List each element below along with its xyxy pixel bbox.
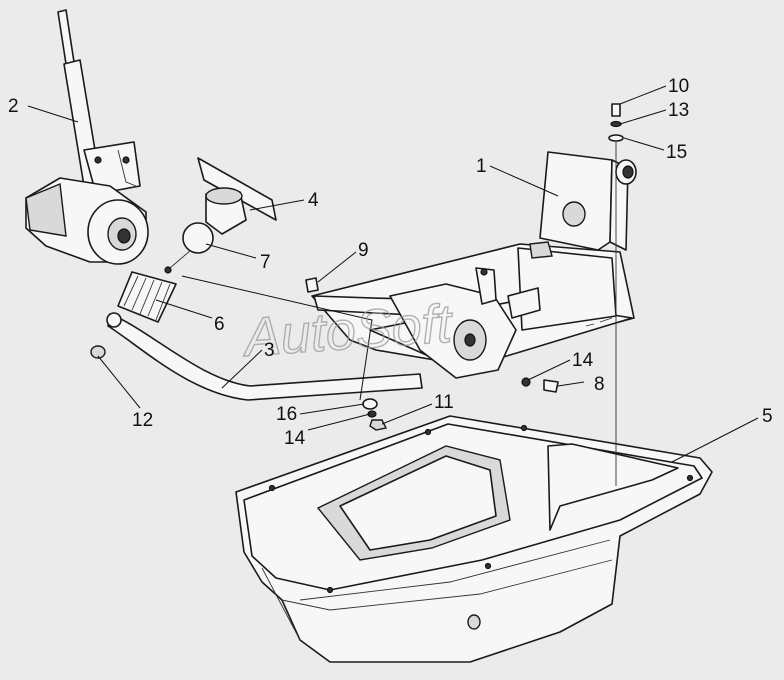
nut-11 xyxy=(369,419,388,431)
callout-1: 1 xyxy=(476,156,487,177)
fasteners xyxy=(305,103,624,486)
callout-13: 13 xyxy=(668,100,689,121)
callout-16: 16 xyxy=(276,404,297,425)
tray-part xyxy=(235,415,713,663)
cap-part xyxy=(90,345,106,359)
bolt-10 xyxy=(611,103,621,117)
callout-6: 6 xyxy=(214,314,225,335)
callout-14-left: 14 xyxy=(284,428,306,449)
callout-3: 3 xyxy=(264,340,275,361)
callout-12: 12 xyxy=(132,410,153,431)
steering-column-part xyxy=(25,9,149,265)
callout-2: 2 xyxy=(8,96,19,117)
rod-part xyxy=(106,312,423,401)
callout-5: 5 xyxy=(762,406,773,427)
washer-16 xyxy=(362,398,378,410)
callout-14-right: 14 xyxy=(572,350,594,371)
bolt-8 xyxy=(543,379,559,393)
leader-lines xyxy=(27,85,759,463)
washer-15 xyxy=(608,134,624,142)
flange-part xyxy=(197,157,277,235)
callout-9: 9 xyxy=(358,240,369,261)
callout-labels: 1 2 3 4 5 6 7 8 9 10 11 12 13 14 14 15 1… xyxy=(8,76,773,449)
grip-sleeve-part xyxy=(117,271,177,323)
callout-11: 11 xyxy=(434,392,454,413)
callout-4: 4 xyxy=(308,190,319,211)
callout-10: 10 xyxy=(668,76,689,97)
main-bracket-part xyxy=(311,151,637,379)
callout-8: 8 xyxy=(594,374,605,395)
washer-13 xyxy=(610,120,622,128)
callout-15: 15 xyxy=(666,142,687,163)
callout-7: 7 xyxy=(260,252,271,273)
bolt-9 xyxy=(305,277,319,293)
knob-part xyxy=(164,222,214,274)
